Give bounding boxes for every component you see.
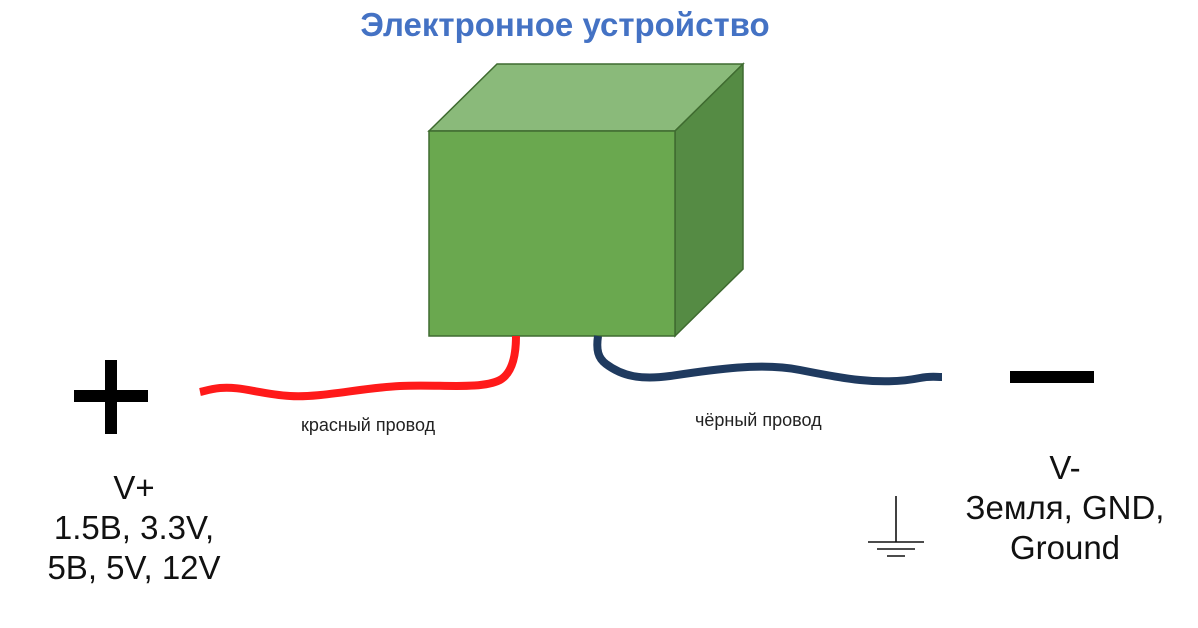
positive-voltages-line2: 5В, 5V, 12V (47, 549, 221, 586)
plus-symbol-icon (74, 360, 148, 434)
minus-symbol-icon (1010, 371, 1094, 383)
diagram-title: Электронное устройство (360, 6, 770, 43)
device-cube (427, 62, 745, 338)
cube-front-face (428, 130, 676, 337)
negative-terminal-info: V- Земля, GND, Ground (935, 448, 1195, 568)
red-wire-label: красный провод (301, 415, 436, 435)
negative-names-line1: Земля, GND, (965, 489, 1165, 526)
positive-voltages-line1: 1.5В, 3.3V, (53, 509, 215, 546)
ground-symbol-icon (868, 496, 924, 557)
black-wire (593, 335, 943, 386)
negative-names-line2: Ground (1009, 529, 1121, 566)
positive-terminal-info: V+ 1.5В, 3.3V, 5В, 5V, 12V (0, 468, 268, 588)
black-wire-label: чёрный провод (695, 410, 822, 430)
negative-label: V- (1049, 449, 1081, 486)
positive-label: V+ (113, 469, 155, 506)
red-wire (199, 335, 520, 401)
